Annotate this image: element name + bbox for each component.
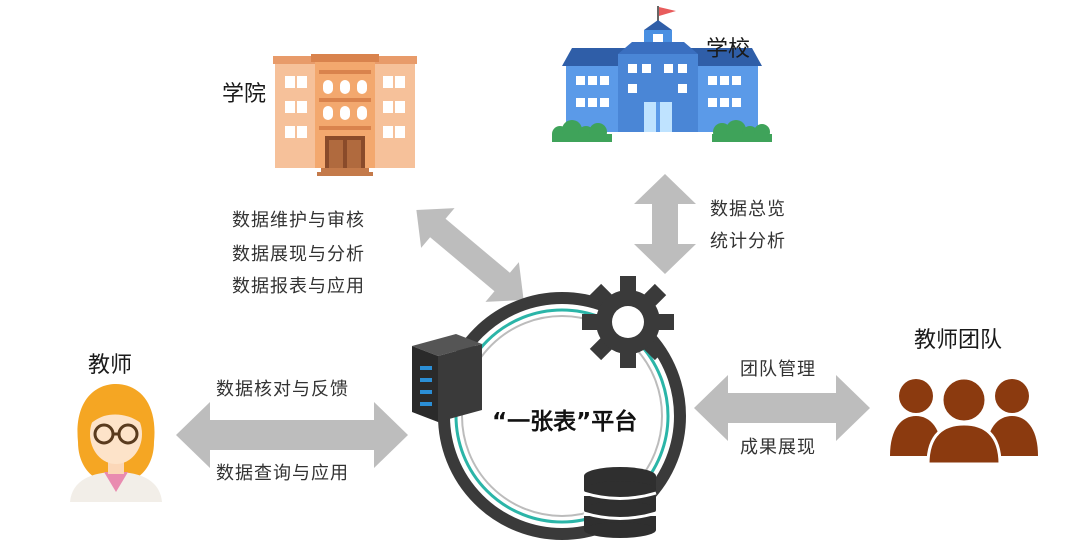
team-edge-bottom: 成果展现 xyxy=(740,437,816,458)
teacher-edge-top: 数据核对与反馈 xyxy=(216,379,349,400)
teacher-avatar-icon xyxy=(70,384,162,502)
teacher-edge-bottom: 数据查询与应用 xyxy=(216,463,349,484)
team-edge-top: 团队管理 xyxy=(740,359,816,380)
team-people-icon xyxy=(890,376,1038,466)
college-edge-line-3: 数据报表与应用 xyxy=(232,276,365,297)
college-building-icon xyxy=(273,54,417,176)
college-edge-line-1: 数据维护与审核 xyxy=(232,210,365,231)
team-platform-arrow xyxy=(694,375,870,441)
school-edge-line-2: 统计分析 xyxy=(710,231,786,252)
school-label: 学校 xyxy=(706,37,751,62)
college-platform-arrow xyxy=(416,208,524,302)
school-building-icon xyxy=(552,6,772,142)
server-icon xyxy=(412,334,482,422)
platform-title: “一张表”平台 xyxy=(492,409,638,435)
school-platform-arrow xyxy=(634,174,696,274)
college-edge-line-2: 数据展现与分析 xyxy=(232,244,365,265)
school-edge-line-1: 数据总览 xyxy=(710,199,786,220)
team-label: 教师团队 xyxy=(914,328,1003,353)
database-icon xyxy=(583,467,657,538)
teacher-label: 教师 xyxy=(88,353,133,378)
college-label: 学院 xyxy=(222,82,267,107)
teacher-platform-arrow xyxy=(176,402,408,468)
gear-icon xyxy=(582,276,674,368)
